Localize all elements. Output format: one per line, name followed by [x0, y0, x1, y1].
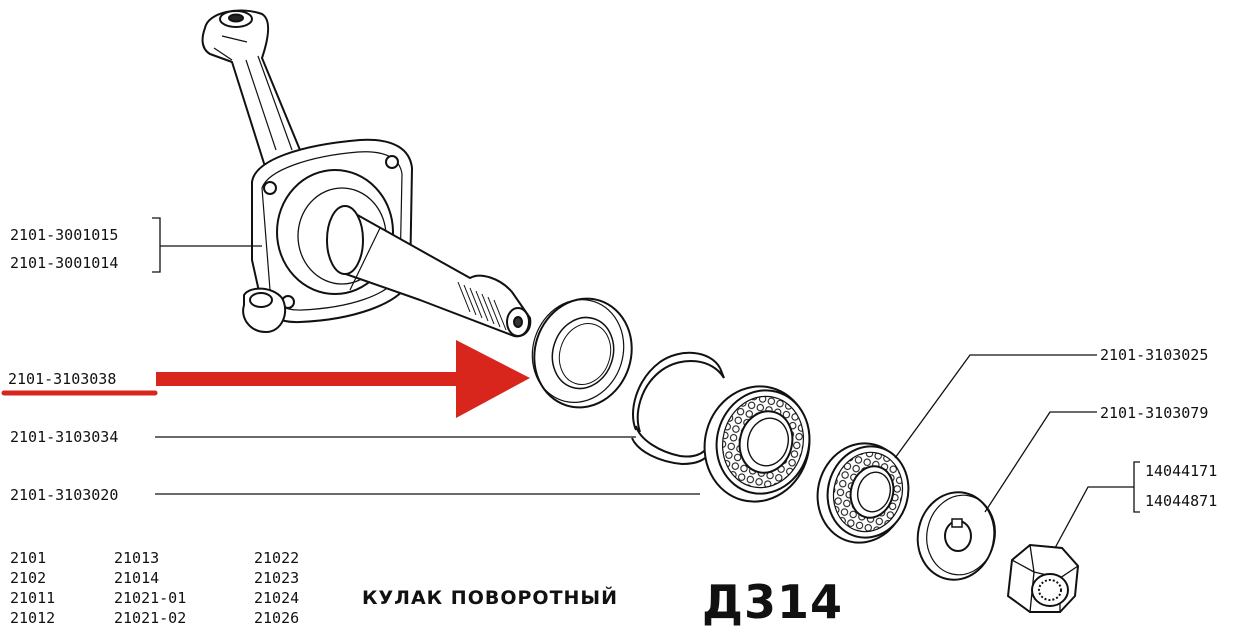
callout-nut-a: 14044171: [1145, 462, 1218, 480]
model-cell: 21012: [10, 609, 56, 627]
model-cell: 21021-02: [114, 609, 187, 627]
callout-nut-b: 14044871: [1145, 492, 1218, 510]
callout-knuckle-a: 2101-3001015: [10, 226, 119, 244]
model-cell: 21013: [114, 549, 160, 567]
washer: [916, 491, 996, 581]
hub-nut: [1006, 543, 1080, 613]
diagram-code: Д314: [702, 575, 843, 629]
inner-bearing: [703, 385, 811, 503]
model-cell: 21021-01: [114, 589, 187, 607]
model-cell: 2101: [10, 549, 47, 567]
model-cell: 2102: [10, 569, 47, 587]
model-cell: 21024: [254, 589, 300, 607]
callout-knuckle-b: 2101-3001014: [10, 254, 119, 272]
steering-knuckle: [201, 9, 532, 338]
diagram-title: КУЛАК ПОВОРОТНЫЙ: [362, 587, 619, 609]
highlight-arrow: [156, 340, 530, 418]
model-cell: 21026: [254, 609, 300, 627]
callout-washer: 2101-3103079: [1100, 404, 1209, 422]
model-cell: 21011: [10, 589, 56, 607]
callout-retaining-ring: 2101-3103034: [10, 428, 119, 446]
callout-oil-seal: 2101-3103038: [8, 370, 117, 388]
callout-inner-bearing: 2101-3103020: [10, 486, 119, 504]
highlight-marker: [1, 340, 530, 418]
callout-outer-bearing: 2101-3103025: [1100, 346, 1209, 364]
leader-lines: [152, 217, 1140, 549]
model-cell: 21023: [254, 569, 300, 587]
model-cell: 21014: [114, 569, 160, 587]
model-cell: 21022: [254, 549, 300, 567]
outer-bearing: [816, 442, 910, 544]
oil-seal: [531, 297, 633, 409]
